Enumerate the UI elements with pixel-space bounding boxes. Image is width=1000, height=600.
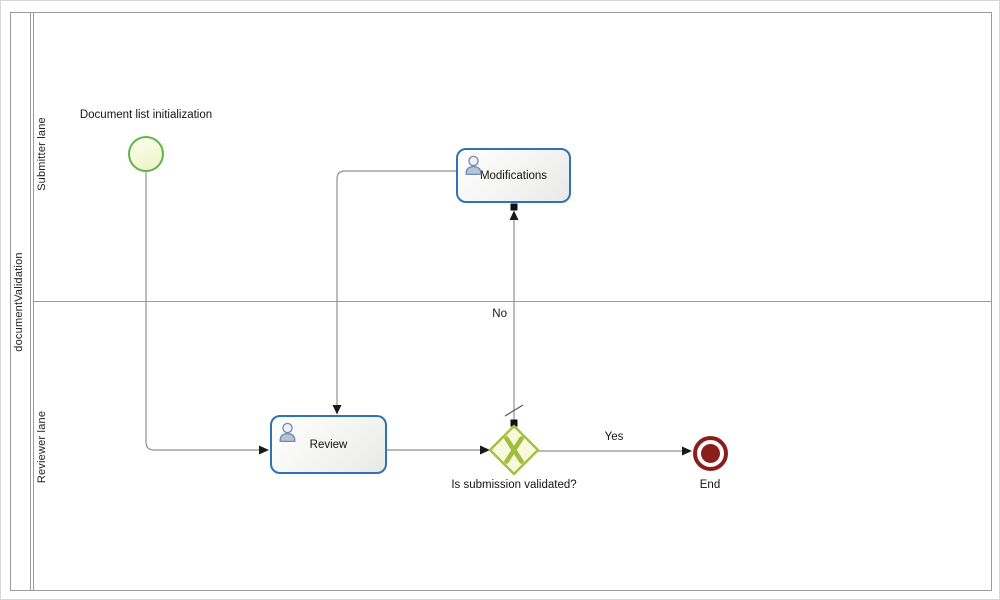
gateway-label: Is submission validated? bbox=[451, 479, 577, 491]
default-flow-slash bbox=[504, 404, 524, 417]
task-review[interactable]: Review bbox=[270, 415, 387, 474]
user-icon bbox=[465, 155, 482, 176]
task-label: Review bbox=[309, 438, 348, 451]
exclusive-gateway[interactable] bbox=[488, 424, 540, 476]
end-event-inner-circle bbox=[701, 444, 720, 463]
end-event-label: End bbox=[699, 479, 721, 491]
flow-start-to-review bbox=[145, 172, 269, 455]
arrowhead-up bbox=[509, 210, 519, 220]
x-gateway-marker bbox=[504, 436, 524, 464]
user-icon bbox=[279, 422, 296, 443]
flow-gateway-to-modifications-no bbox=[504, 203, 524, 427]
flow-gateway-to-end-yes bbox=[538, 446, 692, 456]
arrowhead-down bbox=[332, 405, 342, 415]
flow-review-to-gateway bbox=[387, 445, 490, 455]
flow-label-yes: Yes bbox=[604, 431, 624, 443]
start-event-label: Document list initialization bbox=[79, 109, 213, 121]
connection-dock-square bbox=[510, 419, 518, 427]
flow-label-no: No bbox=[492, 308, 507, 320]
arrowhead-right bbox=[480, 445, 490, 455]
connection-dock-square bbox=[510, 203, 518, 211]
lane-divider bbox=[33, 301, 992, 302]
flow-modifications-to-review bbox=[332, 170, 456, 415]
task-label: Modifications bbox=[479, 169, 548, 182]
arrowhead-right bbox=[682, 446, 692, 456]
arrowhead-right bbox=[259, 445, 269, 455]
end-event[interactable] bbox=[693, 436, 728, 471]
task-modifications[interactable]: Modifications bbox=[456, 148, 571, 203]
start-event[interactable] bbox=[128, 136, 164, 172]
pool-label-separator bbox=[29, 12, 31, 591]
